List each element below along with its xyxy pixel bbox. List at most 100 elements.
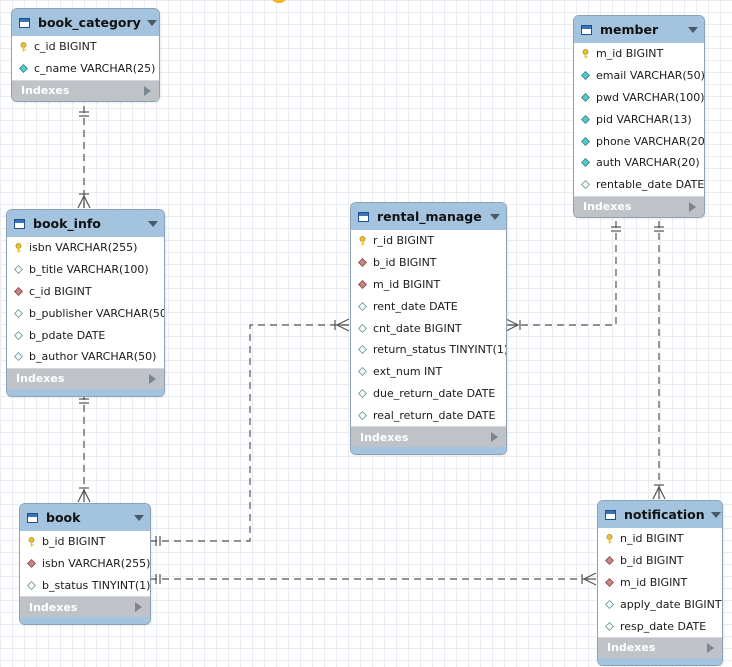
table-header[interactable]: book_info — [7, 210, 164, 237]
nullable-column-icon — [358, 345, 367, 355]
table-field-row[interactable]: auth VARCHAR(20) — [574, 152, 704, 174]
collapse-toggle-icon[interactable] — [688, 26, 698, 33]
indexes-section[interactable]: Indexes — [20, 596, 150, 618]
table-footer-bar — [598, 657, 722, 665]
field-definition: r_id BIGINT — [373, 234, 435, 248]
field-definition: m_id BIGINT — [596, 47, 664, 61]
table-field-row[interactable]: rentable_date DATE — [574, 174, 704, 196]
primary-key-icon — [358, 236, 367, 246]
table-header[interactable]: book — [20, 504, 150, 531]
table-field-row[interactable]: c_id BIGINT — [7, 281, 164, 303]
nullable-column-icon — [605, 599, 614, 609]
indexes-section[interactable]: Indexes — [7, 367, 164, 389]
collapse-toggle-icon[interactable] — [148, 220, 158, 227]
nullable-column-icon — [358, 301, 367, 311]
expand-indexes-icon[interactable] — [491, 432, 498, 443]
many-cardinality-marker — [77, 194, 91, 209]
primary-key-icon — [19, 42, 28, 52]
relationship-line — [150, 324, 349, 542]
table-field-row[interactable]: resp_date DATE — [598, 615, 722, 637]
field-definition: return_status TINYINT(1) — [373, 343, 507, 357]
table-book-info[interactable]: book_info isbn VARCHAR(255) b_title VARCH… — [6, 209, 165, 397]
table-field-row[interactable]: m_id BIGINT — [598, 572, 722, 594]
table-field-row[interactable]: c_id BIGINT — [12, 36, 159, 58]
table-field-row[interactable]: email VARCHAR(50) — [574, 65, 704, 87]
table-notification[interactable]: notification n_id BIGINT b_id BIGINT m_id … — [597, 500, 723, 666]
table-header[interactable]: member — [574, 16, 704, 43]
field-definition: b_status TINYINT(1) — [42, 578, 151, 592]
foreign-key-icon — [14, 286, 23, 296]
table-book[interactable]: book b_id BIGINT isbn VARCHAR(255) b_statu… — [19, 503, 151, 626]
table-icon — [19, 17, 30, 28]
table-field-row[interactable]: real_return_date DATE — [351, 404, 506, 426]
table-field-row[interactable]: return_status TINYINT(1) — [351, 339, 506, 361]
indexes-section[interactable]: Indexes — [351, 426, 506, 448]
field-definition: m_id BIGINT — [620, 575, 688, 589]
notification-blob — [270, 0, 288, 3]
expand-indexes-icon[interactable] — [144, 85, 151, 96]
table-icon — [27, 512, 38, 523]
indexes-label: Indexes — [607, 641, 656, 655]
indexes-section[interactable]: Indexes — [574, 195, 704, 217]
table-field-row[interactable]: isbn VARCHAR(255) — [7, 237, 164, 259]
non-null-column-icon — [581, 71, 590, 81]
table-field-row[interactable]: b_id BIGINT — [20, 531, 150, 553]
collapse-toggle-icon[interactable] — [134, 514, 144, 521]
table-field-row[interactable]: cnt_date BIGINT — [351, 317, 506, 339]
collapse-toggle-icon[interactable] — [146, 19, 157, 26]
table-member[interactable]: member m_id BIGINT email VARCHAR(50)pwd V… — [573, 15, 705, 218]
table-header[interactable]: rental_manage — [351, 203, 506, 230]
field-definition: isbn VARCHAR(255) — [42, 557, 151, 571]
table-field-row[interactable]: b_pdate DATE — [7, 324, 164, 346]
field-definition: n_id BIGINT — [620, 532, 684, 546]
many-cardinality-marker — [652, 485, 666, 500]
table-field-row[interactable]: m_id BIGINT — [351, 274, 506, 296]
many-cardinality-marker — [77, 488, 91, 503]
non-null-column-icon — [581, 136, 590, 146]
table-field-row[interactable]: b_author VARCHAR(50) — [7, 346, 164, 368]
expand-indexes-icon[interactable] — [135, 602, 142, 613]
table-field-row[interactable]: b_title VARCHAR(100) — [7, 259, 164, 281]
table-icon — [605, 509, 616, 520]
table-field-row[interactable]: ext_num INT — [351, 361, 506, 383]
table-header[interactable]: book_category — [12, 9, 159, 36]
expand-indexes-icon[interactable] — [707, 642, 714, 653]
primary-key-icon — [14, 243, 23, 253]
many-cardinality-marker — [335, 318, 350, 332]
table-field-row[interactable]: rent_date DATE — [351, 295, 506, 317]
expand-indexes-icon[interactable] — [149, 373, 156, 384]
indexes-label: Indexes — [29, 600, 78, 614]
collapse-toggle-icon[interactable] — [710, 511, 721, 518]
field-definition: ext_num INT — [373, 365, 443, 379]
indexes-section[interactable]: Indexes — [12, 79, 159, 101]
table-field-row[interactable]: phone VARCHAR(20) — [574, 130, 704, 152]
field-definition: rentable_date DATE — [596, 178, 705, 192]
foreign-key-icon — [27, 559, 36, 569]
foreign-key-icon — [605, 556, 614, 566]
table-field-row[interactable]: apply_date BIGINT — [598, 593, 722, 615]
table-field-row[interactable]: b_id BIGINT — [598, 550, 722, 572]
table-title: book_info — [33, 216, 101, 231]
table-title: rental_manage — [377, 209, 482, 224]
table-field-row[interactable]: isbn VARCHAR(255) — [20, 553, 150, 575]
many-cardinality-marker — [582, 572, 597, 586]
table-header[interactable]: notification — [598, 501, 722, 528]
table-field-row[interactable]: b_status TINYINT(1) — [20, 575, 150, 597]
field-definition: pid VARCHAR(13) — [596, 112, 692, 126]
field-definition: b_title VARCHAR(100) — [29, 263, 149, 277]
table-field-row[interactable]: c_name VARCHAR(25) — [12, 58, 159, 80]
collapse-toggle-icon[interactable] — [490, 213, 500, 220]
expand-indexes-icon[interactable] — [689, 201, 696, 212]
table-field-row[interactable]: m_id BIGINT — [574, 43, 704, 65]
table-field-row[interactable]: b_publisher VARCHAR(50) — [7, 302, 164, 324]
table-field-row[interactable]: due_return_date DATE — [351, 383, 506, 405]
indexes-section[interactable]: Indexes — [598, 636, 722, 658]
field-definition: real_return_date DATE — [373, 408, 496, 422]
table-field-row[interactable]: n_id BIGINT — [598, 528, 722, 550]
table-field-row[interactable]: b_id BIGINT — [351, 252, 506, 274]
table-field-row[interactable]: r_id BIGINT — [351, 230, 506, 252]
table-field-row[interactable]: pwd VARCHAR(100) — [574, 87, 704, 109]
table-field-row[interactable]: pid VARCHAR(13) — [574, 108, 704, 130]
